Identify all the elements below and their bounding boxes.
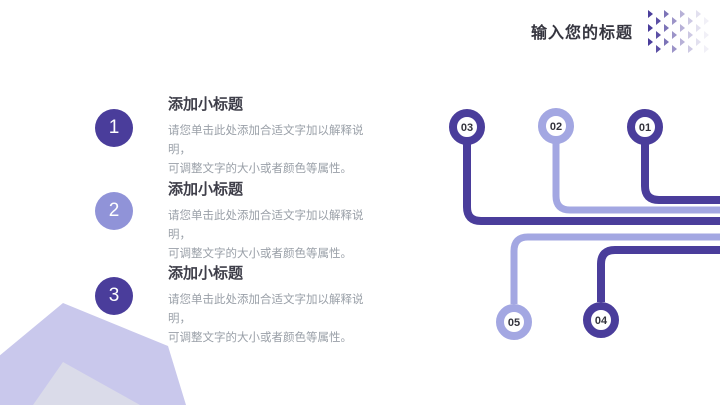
item-description-line: 请您单击此处添加合适文字加以解释说明， [168,125,364,156]
small-triangle-icon [648,24,653,32]
node-circle-05 [496,304,532,340]
small-triangle-icon [672,31,677,39]
step-number-badge-3: 3 [95,277,133,315]
branch-line-02 [552,142,720,214]
list-item: 添加小标题 请您单击此处添加合适文字加以解释说明， 可调整文字的大小或者颜色等属… [168,178,383,264]
branch-diagram: 03 02 01 05 04 [449,108,720,340]
item-subtitle: 添加小标题 [168,265,244,282]
page-title: 输入您的标题 [530,25,633,42]
small-triangle-icon [680,38,685,46]
small-triangle-icon [696,38,701,46]
branch-line-03 [463,142,720,225]
node-label-02: 02 [550,121,562,133]
list-item: 添加小标题 请您单击此处添加合适文字加以解释说明， 可调整文字的大小或者颜色等属… [168,93,383,179]
item-subtitle: 添加小标题 [168,96,244,113]
small-triangle-icon [656,45,661,53]
small-triangle-icon [680,24,685,32]
node-circle-02 [538,108,574,144]
small-triangle-icon [688,31,693,39]
item-description-line: 请您单击此处添加合适文字加以解释说明， [168,294,364,325]
small-triangle-icon [688,45,693,53]
small-triangle-icon [656,31,661,39]
step-number-badge-1: 1 [95,109,133,147]
small-triangle-icon [664,10,669,18]
corner-triangles-decoration [0,303,186,405]
item-description-line: 可调整文字的大小或者颜色等属性。 [168,332,352,344]
item-description-line: 请您单击此处添加合适文字加以解释说明， [168,210,364,241]
node-label-05: 05 [508,317,520,329]
small-triangle-icon [648,38,653,46]
corner-triangle-inner [33,362,140,405]
small-triangle-icon [656,17,661,25]
small-triangle-icon [664,24,669,32]
corner-triangle-outer [0,303,186,405]
node-label-01: 01 [639,122,651,134]
node-circle-01 [627,109,663,145]
small-triangle-icon [704,45,709,53]
node-label-03: 03 [461,122,473,134]
triangle-pattern-icon [648,10,716,60]
small-triangle-icon [704,31,709,39]
small-triangle-icon [648,10,653,18]
small-triangle-icon [680,10,685,18]
item-subtitle: 添加小标题 [168,181,244,198]
list-item: 添加小标题 请您单击此处添加合适文字加以解释说明， 可调整文字的大小或者颜色等属… [168,262,383,348]
small-triangle-icon [696,10,701,18]
small-triangle-icon [696,24,701,32]
item-description-line: 可调整文字的大小或者颜色等属性。 [168,248,352,260]
step-number-badge-2: 2 [95,192,133,230]
node-label-04: 04 [595,315,608,327]
small-triangle-icon [672,17,677,25]
branch-line-01 [641,142,720,204]
node-circle-03 [449,109,485,145]
small-triangle-icon [664,38,669,46]
item-description-line: 可调整文字的大小或者颜色等属性。 [168,163,352,175]
small-triangle-icon [688,17,693,25]
branch-line-04 [597,246,720,302]
branch-line-05 [510,233,720,304]
small-triangle-icon [704,17,709,25]
small-triangle-icon [672,45,677,53]
node-circle-04 [583,302,619,338]
